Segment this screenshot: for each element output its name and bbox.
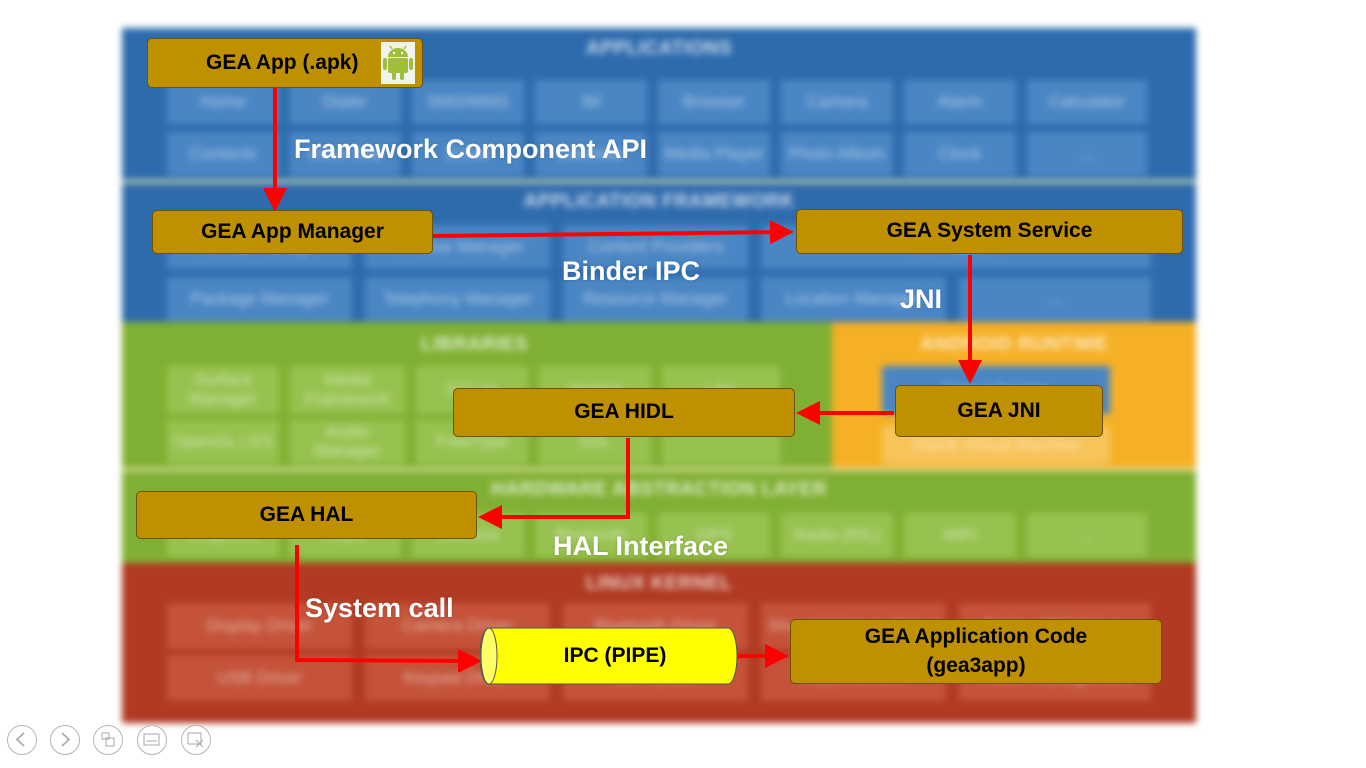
gea-jni-label: GEA JNI	[957, 398, 1041, 422]
applications-title: APPLICATIONS	[585, 38, 733, 59]
app-cell: Alarm	[904, 80, 1016, 124]
hal-cell: Radio (RIL)	[781, 513, 893, 557]
gea-app-manager-box: GEA App Manager	[152, 210, 433, 254]
app-cell: Media Player	[658, 132, 770, 176]
android-icon	[381, 42, 415, 84]
app-cell: Calendar	[535, 132, 647, 176]
libraries-layer: LIBRARIES Surface Manager Media Framewor…	[122, 322, 832, 468]
hal-cell: GPS	[658, 513, 770, 557]
gea3app-label: (gea3app)	[926, 653, 1026, 677]
app-cell: Clock	[904, 132, 1016, 176]
libraries-title: LIBRARIES	[421, 334, 528, 355]
end-show-icon[interactable]	[181, 725, 211, 755]
library-cell: Audio Manager	[290, 420, 405, 464]
app-cell: Calculator	[1027, 80, 1147, 124]
hal-cell: ...	[1027, 513, 1147, 557]
gea-hal-box: GEA HAL	[136, 491, 477, 539]
next-slide-icon[interactable]	[50, 725, 80, 755]
gea-jni-box: GEA JNI	[895, 385, 1103, 437]
gea-app-manager-label: GEA App Manager	[201, 219, 384, 243]
app-cell: Browser	[658, 80, 770, 124]
arrow-hal-to-ipc	[295, 545, 482, 673]
ipc-pipe-cylinder	[480, 627, 738, 685]
gea-application-code-box: GEA Application Code (gea3app)	[790, 619, 1162, 684]
presenter-view-icon[interactable]	[137, 725, 167, 755]
jni-label: JNI	[900, 284, 943, 314]
app-cell: SMS/MMS	[412, 80, 524, 124]
gea-hal-label: GEA HAL	[259, 502, 354, 526]
app-cell: Photo Album	[781, 132, 893, 176]
framework-cell: Telephony Manager	[365, 277, 550, 321]
gea-application-code-label: GEA Application Code	[864, 625, 1088, 649]
app-cell: Contacts	[167, 132, 279, 176]
framework-cell: Resource Manager	[563, 277, 748, 321]
framework-api-label: Framework Component API	[294, 134, 648, 164]
arrow-hidl-to-hal	[478, 438, 630, 529]
app-cell: Voice Dial	[289, 132, 401, 176]
previous-slide-icon[interactable]	[7, 725, 37, 755]
hal-cell: Bluetooth	[535, 513, 647, 557]
app-cell: Dialer	[289, 80, 401, 124]
library-cell: OpenGL | ES	[167, 420, 279, 464]
gea-hidl-box: GEA HIDL	[453, 388, 795, 437]
kernel-title: LINUX KERNEL	[585, 573, 733, 594]
framework-title: APPLICATION FRAMEWORK	[523, 191, 795, 212]
app-cell: Email	[412, 132, 524, 176]
arrow-manager-to-service	[431, 220, 794, 245]
applications-layer: APPLICATIONS Home Dialer SMS/MMS IM Brow…	[122, 28, 1196, 180]
library-cell: Media Framework	[290, 366, 405, 414]
binder-ipc-label: Binder IPC	[562, 256, 701, 286]
gea-app-box: GEA App (.apk)	[147, 38, 423, 88]
gea-app-label: GEA App (.apk)	[206, 50, 359, 74]
gea-system-service-label: GEA System Service	[886, 219, 1093, 243]
gea-hidl-label: GEA HIDL	[574, 400, 674, 424]
hal-interface-label: HAL Interface	[553, 531, 729, 561]
app-cell: ...	[1027, 132, 1147, 176]
kernel-cell: Display Driver	[167, 603, 352, 649]
app-cell: Camera	[781, 80, 893, 124]
gea-system-service-box: GEA System Service	[796, 209, 1183, 254]
framework-cell: Package Manager	[167, 277, 352, 321]
hal-cell: WiFi	[904, 513, 1016, 557]
slide-sorter-icon[interactable]	[93, 725, 123, 755]
system-call-label: System call	[305, 593, 454, 623]
hal-title: HARDWARE ABSTRACTION LAYER	[491, 479, 827, 500]
framework-cell: Location Manager	[761, 277, 946, 321]
kernel-cell: USB Driver	[167, 655, 352, 701]
framework-cell: ...	[959, 277, 1151, 321]
runtime-title: ANDROID RUNTIME	[920, 334, 1108, 355]
library-cell: Surface Manager	[167, 366, 279, 414]
app-cell: IM	[535, 80, 647, 124]
ipc-pipe-label: IPC (PIPE)	[563, 644, 667, 667]
